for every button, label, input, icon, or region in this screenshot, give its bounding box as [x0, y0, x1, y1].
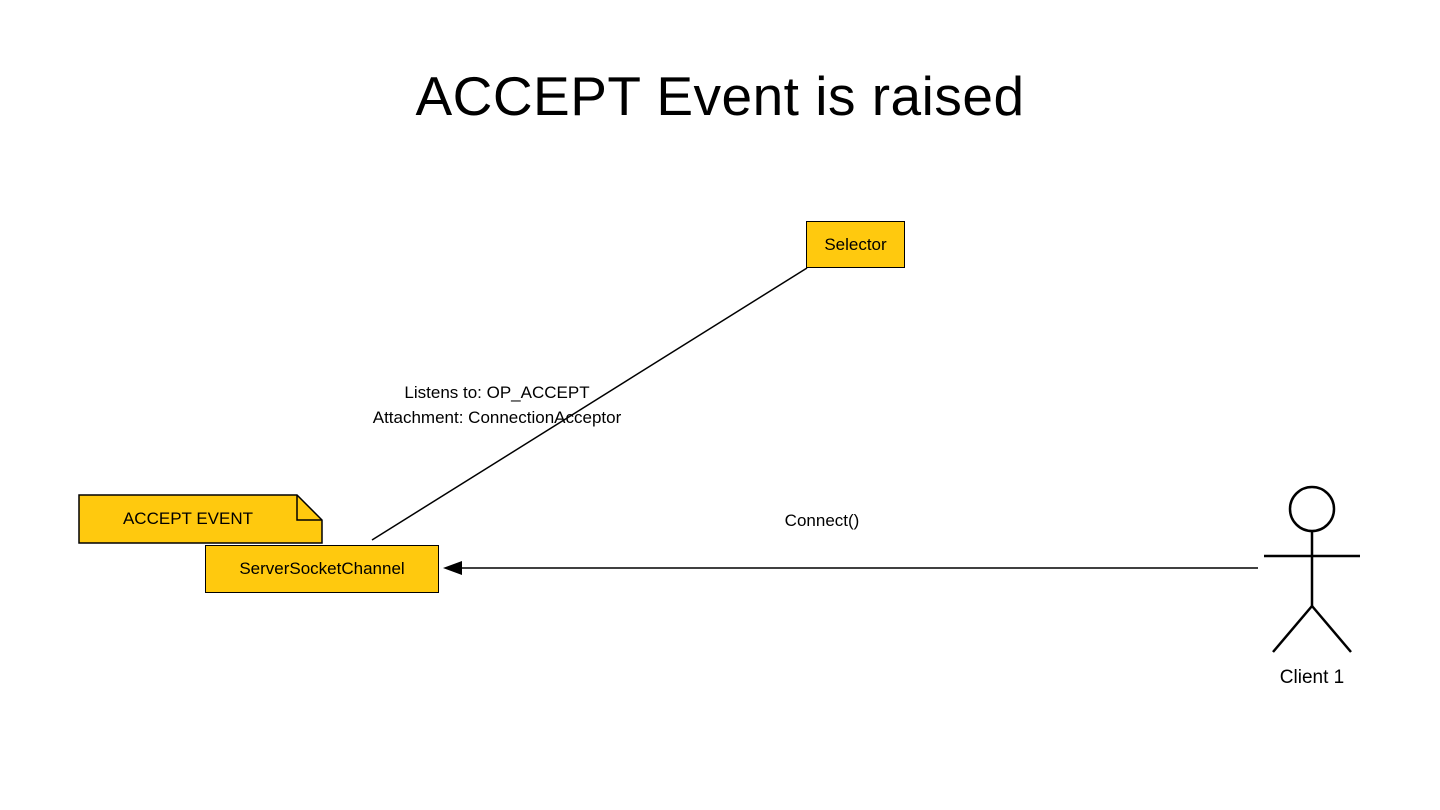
note-shape-icon	[78, 494, 323, 544]
node-selector: Selector	[806, 221, 905, 268]
node-server-socket-channel-label: ServerSocketChannel	[239, 559, 405, 578]
node-server-socket-channel: ServerSocketChannel	[205, 545, 439, 593]
page-title: ACCEPT Event is raised	[415, 65, 1025, 127]
connect-arrowhead-icon	[443, 561, 462, 575]
edge-label-listens-line1: Listens to: OP_ACCEPT	[404, 383, 590, 402]
edge-label-listens-line2: Attachment: ConnectionAcceptor	[372, 408, 622, 427]
node-selector-label: Selector	[824, 234, 887, 254]
node-accept-event-note: ACCEPT EVENT	[78, 494, 323, 544]
edge-label-connect: Connect()	[784, 511, 860, 530]
client-actor-icon	[1264, 485, 1360, 653]
selector-to-channel-connector	[371, 267, 808, 541]
client-actor-label: Client 1	[1279, 667, 1345, 688]
edge-label-listens: Listens to: OP_ACCEPT Attachment: Connec…	[297, 380, 697, 430]
node-accept-event-label: ACCEPT EVENT	[122, 509, 254, 528]
